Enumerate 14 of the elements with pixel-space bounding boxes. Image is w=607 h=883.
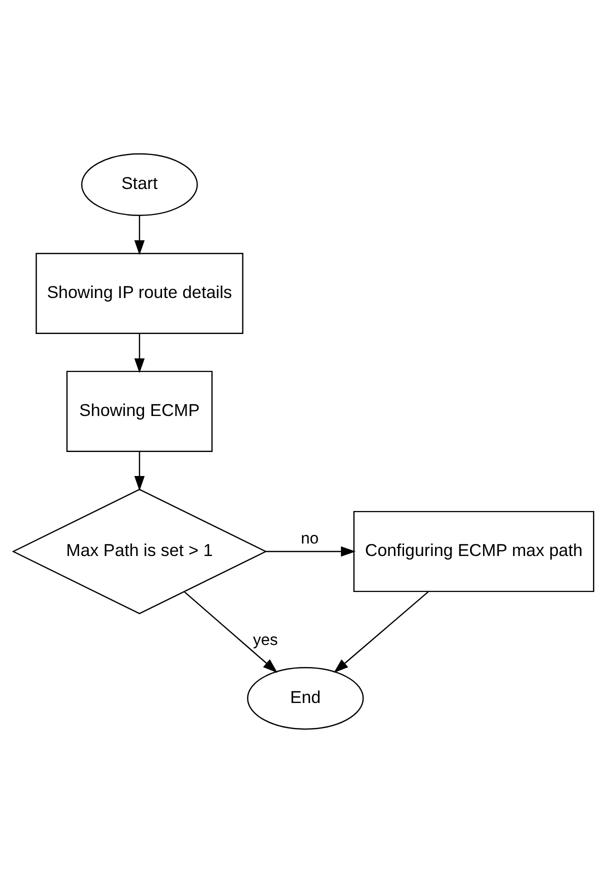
arrow [134,333,145,374]
edge-label: no [300,530,319,548]
edge-label: yes [253,632,278,649]
arrow [266,546,356,557]
node-ellipse: Start [81,153,198,216]
arrow [334,591,429,673]
arrow [134,452,145,491]
arrow [184,591,278,673]
node-ellipse: End [247,667,364,730]
node-box: Showing ECMP [66,370,213,452]
node-box: Showing IP route details [36,252,244,334]
node-diamond: Max Path is set > 1 [12,488,268,614]
arrow [134,216,145,256]
node-box: Configuring ECMP max path [353,510,594,592]
